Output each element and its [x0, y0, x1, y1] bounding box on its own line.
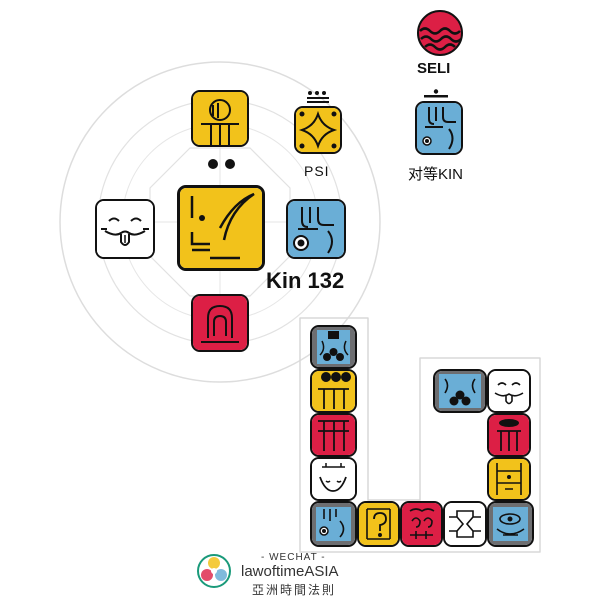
wavespell-tile-13[interactable] — [433, 369, 487, 413]
wavespell-tile-9[interactable] — [487, 501, 534, 547]
wavespell-tile-8[interactable] — [443, 501, 487, 547]
wechat-label: - WECHAT - — [261, 552, 326, 563]
kin-number-label: Kin 132 — [266, 268, 345, 293]
wavespell-tile-11[interactable] — [487, 413, 531, 457]
wavespell-tile-7[interactable] — [400, 501, 443, 547]
psi-tone-bars — [306, 90, 330, 104]
wavespell-tile-10[interactable] — [487, 457, 531, 501]
seli-icon[interactable] — [416, 9, 464, 57]
lawoftime-logo-icon — [196, 553, 232, 589]
wavespell-tile-4[interactable] — [310, 457, 357, 501]
wavespell-tile-3[interactable] — [310, 413, 357, 457]
analog-glyph[interactable] — [286, 199, 346, 259]
occult-glyph[interactable] — [191, 294, 249, 352]
antipode-glyph[interactable] — [95, 199, 155, 259]
wavespell-tile-5[interactable] — [310, 501, 357, 547]
pair-tone-bar — [424, 89, 448, 99]
psi-glyph[interactable] — [294, 106, 342, 154]
psi-label: PSI — [304, 163, 330, 179]
tone-dots — [207, 157, 237, 171]
wavespell-tile-12[interactable] — [487, 369, 531, 413]
wavespell-tile-6[interactable] — [357, 501, 400, 547]
guide-glyph[interactable] — [191, 90, 249, 147]
wavespell-tile-1[interactable] — [310, 325, 357, 369]
pair-kin-label: 对等KIN — [408, 166, 464, 183]
pair-kin-glyph[interactable] — [415, 101, 463, 155]
brand-name: lawoftimeASIA — [241, 563, 339, 580]
wavespell-tile-2[interactable] — [310, 369, 357, 413]
brand-subtitle: 亞洲時間法則 — [252, 583, 337, 597]
kin-center-glyph[interactable] — [177, 185, 265, 271]
seli-label: SELI — [417, 60, 451, 77]
